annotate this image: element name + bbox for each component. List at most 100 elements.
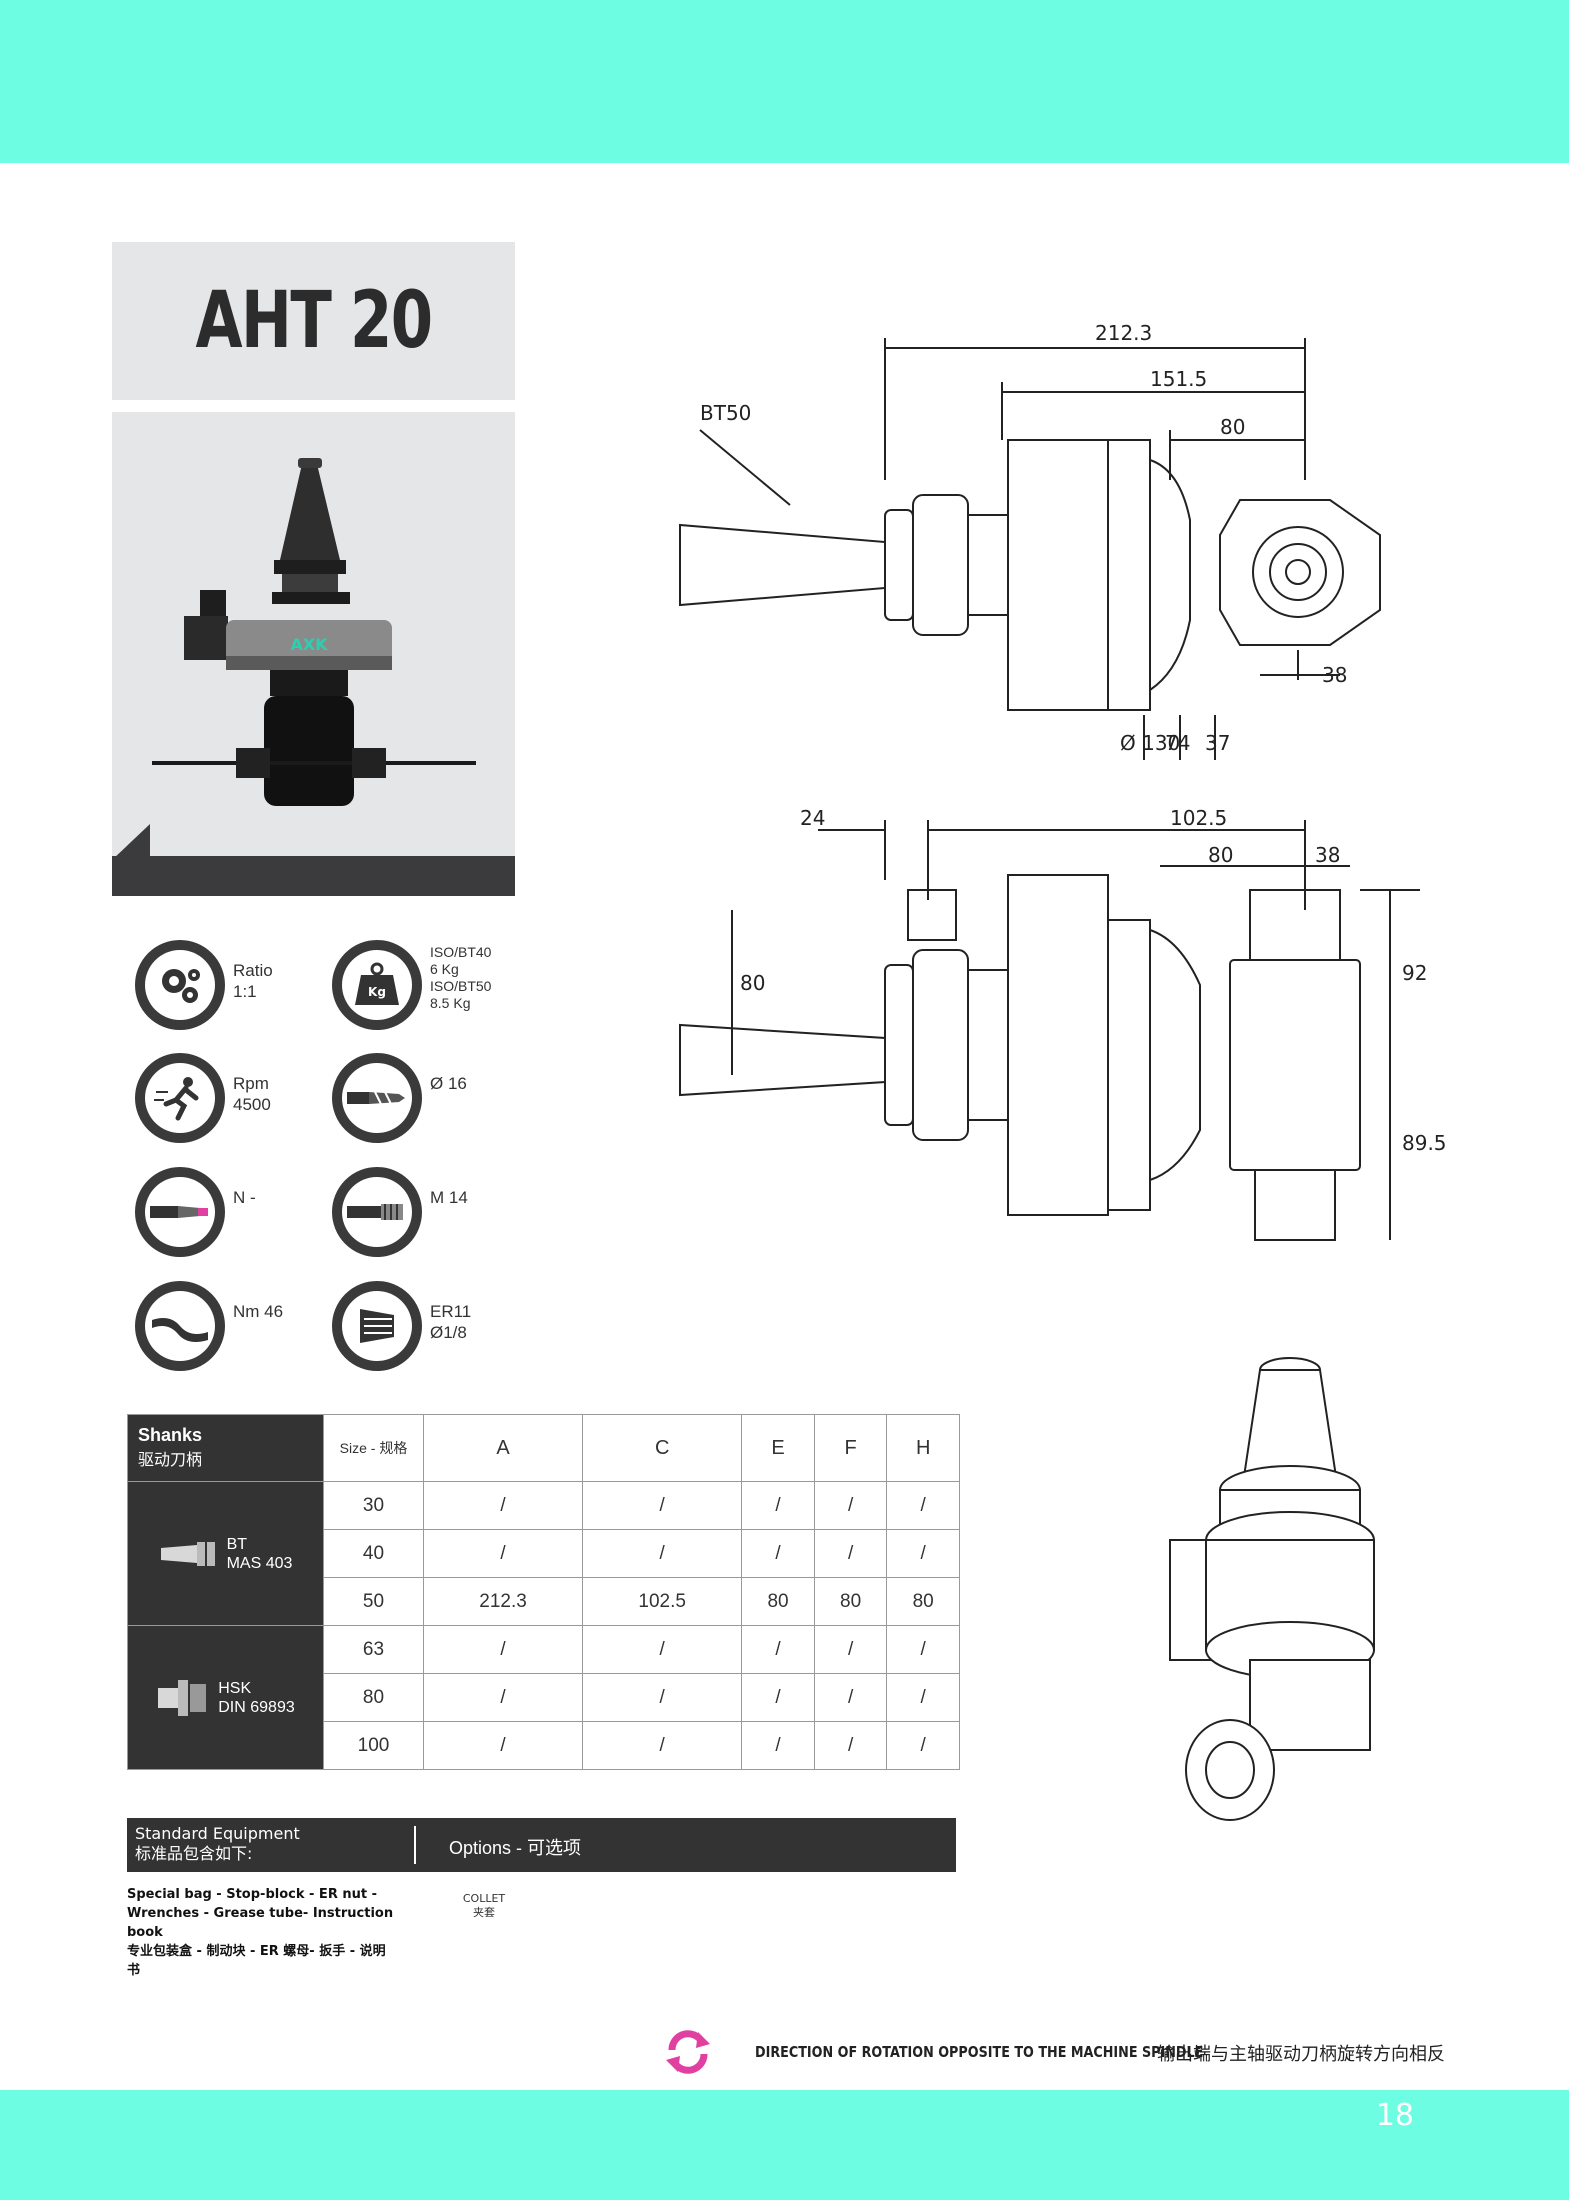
dim-212-3: 212.3 (1095, 321, 1152, 345)
option-item-cn: 夹套 (473, 1906, 495, 1919)
dim-80: 80 (1220, 415, 1245, 439)
product-photo: AXK (112, 412, 515, 896)
rotation-arrows-icon (666, 2030, 710, 2074)
weight-bt40-label: ISO/BT40 (430, 944, 492, 960)
bt-name: BT (226, 1535, 248, 1553)
option-list: COLLET 夹套 (454, 1892, 514, 1920)
cell-e: 80 (741, 1577, 815, 1626)
dim-151-5: 151.5 (1150, 367, 1207, 391)
bt-shank-icon (160, 1541, 215, 1566)
cell-h: / (886, 1529, 960, 1578)
dim-38: 38 (1322, 663, 1347, 687)
top-band (0, 0, 1569, 163)
cell-c: / (582, 1721, 743, 1770)
shanks-header-label: Shanks (138, 1425, 203, 1445)
weight-bt50-value: 8.5 Kg (430, 995, 471, 1011)
coolant-value: N - (233, 1188, 256, 1207)
shanks-header: Shanks 驱动刀柄 (127, 1414, 324, 1482)
bottom-band (0, 2090, 1569, 2200)
dim-74: 74 (1165, 731, 1190, 755)
cell-c: / (582, 1481, 743, 1530)
cell-h: / (886, 1481, 960, 1530)
standard-items: Special bag - Stop-block - ER nut - Wren… (127, 1887, 394, 1940)
svg-text:AXK: AXK (290, 635, 328, 654)
cell-a: / (422, 1529, 584, 1578)
product-photo-image: AXK (112, 458, 476, 896)
gears-icon (162, 969, 200, 1003)
dim-80-top: 80 (1208, 843, 1233, 867)
ratio-label: Ratio (233, 961, 273, 980)
equipment-bar: Standard Equipment 标准品包含如下: Options - 可选… (127, 1818, 956, 1872)
hsk-name: HSK (218, 1679, 252, 1697)
col-header-f: F (813, 1414, 888, 1482)
dim-38-top: 38 (1315, 843, 1340, 867)
col-header-c: C (582, 1414, 743, 1482)
cell-f: / (813, 1481, 888, 1530)
cell-e: / (741, 1625, 815, 1674)
running-man-icon (154, 1077, 199, 1121)
shanks-header-label-cn: 驱动刀柄 (138, 1452, 203, 1469)
cell-a: / (422, 1625, 584, 1674)
cell-h: / (886, 1673, 960, 1722)
table-row: 80 / / / / / (128, 1673, 960, 1722)
cell-c: 102.5 (582, 1577, 743, 1626)
cell-f: / (813, 1673, 888, 1722)
table-row: HSK DIN 69893 63 / / / / / (127, 1625, 960, 1770)
torque-value: Nm 46 (233, 1302, 284, 1321)
weight-icon: Kg (355, 962, 399, 1005)
thread-icon (347, 1204, 403, 1220)
rotation-note: DIRECTION OF ROTATION OPPOSITE TO THE MA… (662, 2026, 1482, 2074)
table-row: BT MAS 403 30 / / / / / (127, 1481, 960, 1626)
cell-f: / (813, 1721, 888, 1770)
coolant-icon (150, 1206, 208, 1218)
rpm-label: Rpm (233, 1074, 269, 1093)
table-row: 40 / / / / / (128, 1529, 960, 1578)
table-row: 50 212.3 102.5 80 80 80 (128, 1577, 960, 1626)
row-size: 40 (323, 1529, 424, 1578)
cell-a: / (422, 1673, 584, 1722)
cell-h: / (886, 1721, 960, 1770)
photo-footer-bar (112, 856, 515, 896)
cell-f: 80 (813, 1577, 888, 1626)
table-header-row: Shanks 驱动刀柄 Size - 规格 A C E F H (127, 1414, 960, 1482)
page-number: 18 (1375, 2098, 1414, 2133)
drill-diameter-icon (347, 1091, 405, 1105)
technical-drawing-side: 24 102.5 80 38 80 92 89.5 (679, 806, 1447, 1241)
cell-h: 80 (886, 1577, 960, 1626)
weight-bt50-label: ISO/BT50 (430, 978, 492, 994)
cell-e: / (741, 1673, 815, 1722)
equipment-divider (414, 1826, 416, 1864)
cell-c: / (582, 1673, 743, 1722)
cell-c: / (582, 1625, 743, 1674)
option-item: COLLET (462, 1892, 506, 1905)
rotation-note-text: DIRECTION OF ROTATION OPPOSITE TO THE MA… (755, 2043, 1204, 2061)
standard-equipment-label-cn: 标准品包含如下: (135, 1844, 253, 1863)
thread-value: M 14 (430, 1188, 468, 1207)
dim-diameter-130: Ø 130 (1120, 731, 1180, 755)
weight-bt40-value: 6 Kg (430, 961, 459, 977)
row-size: 80 (323, 1673, 424, 1722)
drill-diameter-value: Ø 16 (430, 1074, 467, 1093)
rotation-note-text-cn: 输出端与主轴驱动刀柄旋转方向相反 (1157, 2044, 1445, 2065)
shank-group-bt: BT MAS 403 (127, 1481, 324, 1626)
cell-f: / (813, 1529, 888, 1578)
technical-drawing-top: 212.3 151.5 80 38 Ø 130 74 37 BT50 (679, 321, 1381, 760)
col-header-a: A (422, 1414, 584, 1482)
table-row: 100 / / / / / (128, 1721, 960, 1770)
shanks-table: Shanks 驱动刀柄 Size - 规格 A C E F H BT MAS 4… (127, 1414, 960, 1770)
cell-a: / (422, 1481, 584, 1530)
product-title: AHT 20 (195, 276, 434, 366)
feature-thread: M 14 (332, 1167, 522, 1263)
row-size: 63 (323, 1625, 424, 1674)
row-size: 100 (323, 1721, 424, 1770)
cell-c: / (582, 1529, 743, 1578)
standard-equipment-label: Standard Equipment (135, 1824, 300, 1843)
standard-items-cn: 专业包装盒 - 制动块 - ER 螺母- 扳手 - 说明书 (127, 1944, 386, 1978)
dim-89-5: 89.5 (1402, 1131, 1447, 1155)
dim-24: 24 (800, 806, 825, 830)
cell-e: / (741, 1529, 815, 1578)
rpm-value: 4500 (233, 1095, 271, 1114)
